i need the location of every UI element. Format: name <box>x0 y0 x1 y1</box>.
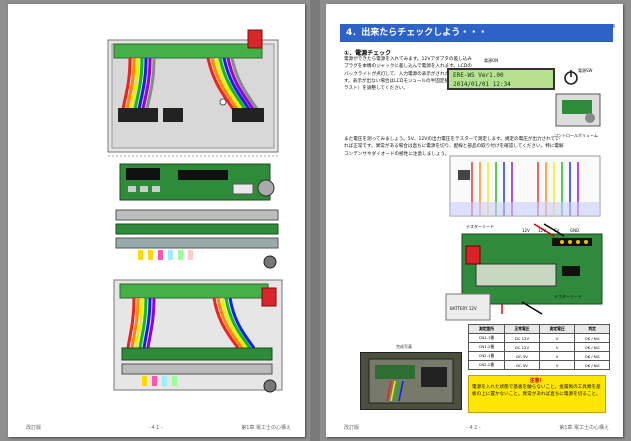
table-header-cell: 正常電圧 <box>503 324 541 334</box>
table-cell: V <box>539 351 576 361</box>
table-row: CN1-2番 DC 12V V OK / NG <box>468 342 610 352</box>
power-icon <box>564 70 578 85</box>
table-header-cell: 判定 <box>574 324 610 334</box>
page-gutter <box>310 0 320 441</box>
right-footer-left: 改訂版 <box>344 425 360 431</box>
table-header-row: 測定箇所 正常電圧 測定電圧 判定 <box>468 324 610 334</box>
top-assembly-drawing <box>107 29 279 153</box>
right-footer-right: 第1章 電工士の心構え <box>559 425 609 431</box>
bottom-assembly-drawing <box>113 279 283 393</box>
caution-title: 注意！ <box>529 378 545 384</box>
table-row: CN2-2番 DC 5V V OK / NG <box>468 360 610 370</box>
table-cell: DC 12V <box>503 342 541 352</box>
photo-caption: 完成写真 <box>396 344 412 349</box>
left-footer: 改訂版 - 4 1 - 第1章 電工士の心構え <box>8 421 305 431</box>
tester-lead-2-label: テスターリード <box>554 294 582 299</box>
table-cell: V <box>539 342 576 352</box>
table-header-cell: 測定箇所 <box>468 324 505 334</box>
left-footer-right: 第1章 電工士の心構え <box>241 425 291 431</box>
paragraph-2: また電圧を測ってみましょう。5V、12Vの出力電圧をテスターで測定します。規定の… <box>344 137 564 157</box>
power-on-label: 電源ON <box>484 58 499 63</box>
voltage-12v-b-label: 12V <box>538 228 546 233</box>
control-volume-label: コントロールボリューム <box>554 133 598 138</box>
wiring-diagram <box>445 155 603 321</box>
lcd-line-2: 2014/01/01 12:34 <box>453 81 511 88</box>
voltage-check-table: 測定箇所 正常電圧 測定電圧 判定 CN1-1番 DC 12V V OK / N… <box>468 324 610 370</box>
right-footer: 改訂版 - 4 2 - 第1章 電工士の心構え <box>326 421 623 431</box>
table-cell: CN2-1番 <box>468 351 505 361</box>
stacked-boards-drawing <box>115 209 279 269</box>
table-row: CN2-1番 DC 5V V OK / NG <box>468 351 610 361</box>
lcd-display: ERE-WS Ver1.00 2014/01/01 12:34 <box>447 68 555 90</box>
assembly-diagram <box>107 29 283 393</box>
pcb-drawing <box>119 163 275 201</box>
subheading: ①．電源チェック <box>344 50 392 57</box>
table-cell: OK / NG <box>574 333 610 343</box>
left-page: 改訂版 - 4 1 - 第1章 電工士の心構え <box>8 4 305 437</box>
table-cell: CN1-1番 <box>468 333 505 343</box>
caution-note: 注意！ 電源を入れた状態で基板を触らないこと。金属製の工具類を基板の上に置かない… <box>468 375 606 413</box>
table-cell: V <box>539 333 576 343</box>
table-cell: DC 12V <box>503 333 541 343</box>
gnd-label: GND <box>570 228 580 233</box>
left-footer-left: 改訂版 <box>26 425 42 431</box>
power-switch-label: 電源SW <box>578 68 593 73</box>
tester-lead-1-label: テスターリード <box>466 224 494 229</box>
paragraph-1: 電源ができたら電源を入れてみます。12Vアダプタの差し込みプラグを本機のジャック… <box>344 57 472 92</box>
left-footer-page: - 4 1 - <box>148 425 163 431</box>
table-header-cell: 測定電圧 <box>539 324 576 334</box>
table-cell: OK / NG <box>574 342 610 352</box>
table-cell: OK / NG <box>574 360 610 370</box>
table-cell: DC 5V <box>503 360 541 370</box>
table-cell: CN1-2番 <box>468 342 505 352</box>
table-row: CN1-1番 DC 12V V OK / NG <box>468 333 610 343</box>
board-photo-small <box>555 93 601 127</box>
table-cell: DC 5V <box>503 351 541 361</box>
table-cell: V <box>539 360 576 370</box>
section-header: 4．出来たらチェックしよう・・・ <box>340 24 613 42</box>
table-cell: CN2-2番 <box>468 360 505 370</box>
right-footer-page: - 4 2 - <box>466 425 481 431</box>
caution-body: 電源を入れた状態で基板を触らないこと。金属製の工具類を基板の上に置かないこと。異… <box>472 384 601 397</box>
voltage-12v-a-label: 12V <box>522 228 530 233</box>
right-page: 4．出来たらチェックしよう・・・ 4 ①．電源チェック 電源ができたら電源を入れ… <box>326 4 623 437</box>
lcd-line-1: ERE-WS Ver1.00 <box>453 72 504 79</box>
finished-unit-photo <box>360 352 462 410</box>
battery-label: BATTERY 12V <box>450 306 477 311</box>
section-page-number: 4 <box>611 24 615 30</box>
table-cell: OK / NG <box>574 351 610 361</box>
voltage-5v-label: 5V <box>554 228 560 233</box>
